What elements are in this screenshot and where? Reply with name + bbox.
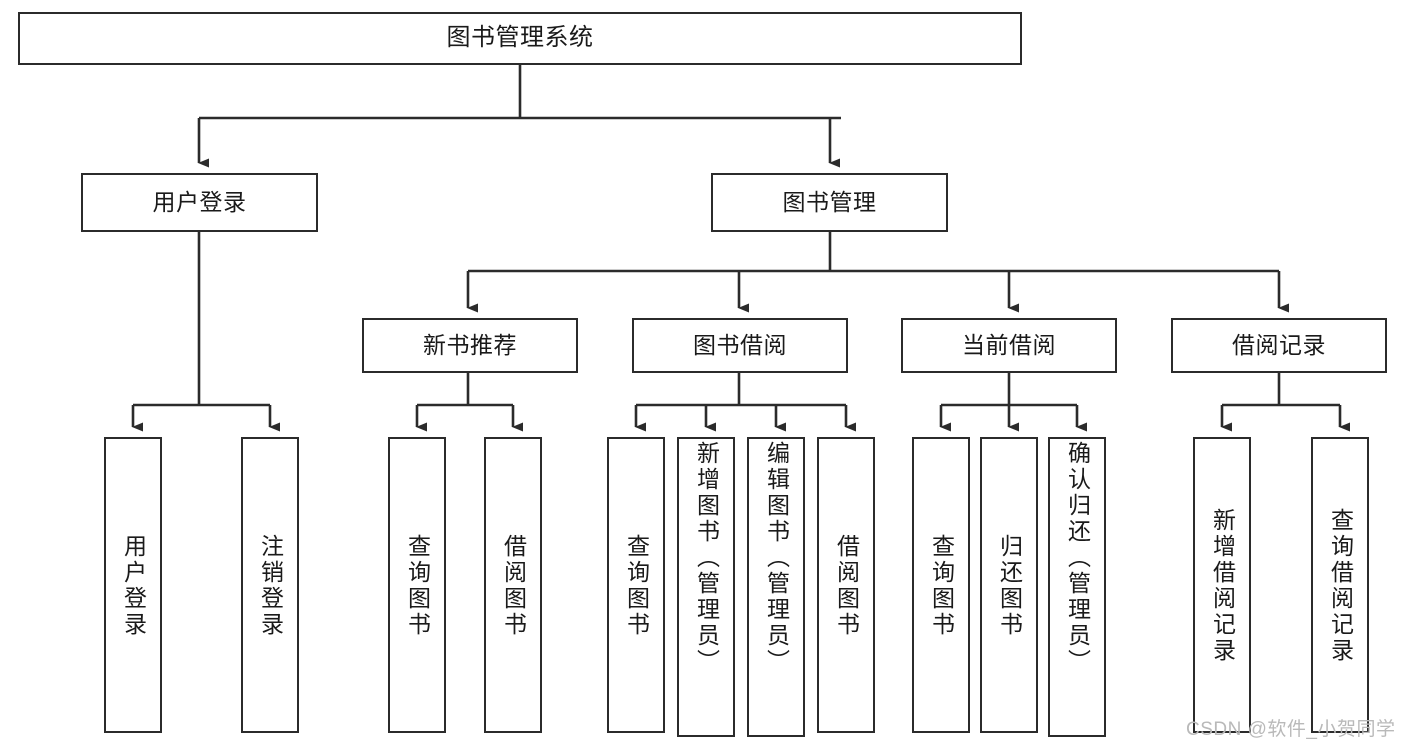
csdn-watermark: CSDN @软件_小贺同学 bbox=[1186, 719, 1396, 740]
node-root-book-management-system[interactable]: 图书管理系统 bbox=[18, 12, 1022, 65]
node-book-borrow[interactable]: 图书借阅 bbox=[632, 318, 848, 373]
leaf-add-book-admin[interactable]: 新增图书（管理员） bbox=[677, 437, 735, 737]
node-label: 借阅图书 bbox=[500, 534, 527, 638]
node-label: 图书管理系统 bbox=[446, 24, 594, 52]
leaf-borrow-book-recommend[interactable]: 借阅图书 bbox=[484, 437, 542, 733]
node-label: 当前借阅 bbox=[962, 331, 1056, 358]
node-label: 图书借阅 bbox=[693, 331, 787, 358]
leaf-edit-book-admin[interactable]: 编辑图书（管理员） bbox=[747, 437, 805, 737]
node-book-management[interactable]: 图书管理 bbox=[711, 173, 948, 232]
node-label: 查询图书 bbox=[928, 534, 955, 638]
leaf-confirm-return-admin[interactable]: 确认归还（管理员） bbox=[1048, 437, 1106, 737]
node-label: 归还图书 bbox=[996, 534, 1023, 638]
node-label: 新增借阅记录 bbox=[1209, 508, 1236, 664]
node-label: 查询图书 bbox=[404, 534, 431, 638]
node-label: 新增图书（管理员） bbox=[693, 441, 720, 675]
node-label: 编辑图书（管理员） bbox=[763, 441, 790, 675]
leaf-query-borrow-record[interactable]: 查询借阅记录 bbox=[1311, 437, 1369, 733]
node-label: 用户登录 bbox=[120, 534, 147, 638]
node-user-login[interactable]: 用户登录 bbox=[81, 173, 318, 232]
leaf-return-book[interactable]: 归还图书 bbox=[980, 437, 1038, 733]
leaf-borrow-book[interactable]: 借阅图书 bbox=[817, 437, 875, 733]
node-current-borrow[interactable]: 当前借阅 bbox=[901, 318, 1117, 373]
node-label: 注销登录 bbox=[257, 534, 284, 638]
leaf-query-book-borrow[interactable]: 查询图书 bbox=[607, 437, 665, 733]
node-label: 确认归还（管理员） bbox=[1064, 441, 1091, 675]
leaf-query-book-recommend[interactable]: 查询图书 bbox=[388, 437, 446, 733]
node-label: 图书管理 bbox=[782, 188, 877, 215]
node-label: 借阅记录 bbox=[1232, 331, 1326, 358]
node-label: 新书推荐 bbox=[423, 331, 517, 358]
node-label: 查询借阅记录 bbox=[1327, 508, 1354, 664]
leaf-query-book-current[interactable]: 查询图书 bbox=[912, 437, 970, 733]
node-label: 查询图书 bbox=[623, 534, 650, 638]
node-label: 借阅图书 bbox=[833, 534, 860, 638]
node-label: 用户登录 bbox=[152, 188, 247, 215]
node-new-book-recommend[interactable]: 新书推荐 bbox=[362, 318, 578, 373]
leaf-logout-login[interactable]: 注销登录 bbox=[241, 437, 299, 733]
leaf-add-borrow-record[interactable]: 新增借阅记录 bbox=[1193, 437, 1251, 733]
leaf-user-login[interactable]: 用户登录 bbox=[104, 437, 162, 733]
node-borrow-record[interactable]: 借阅记录 bbox=[1171, 318, 1387, 373]
